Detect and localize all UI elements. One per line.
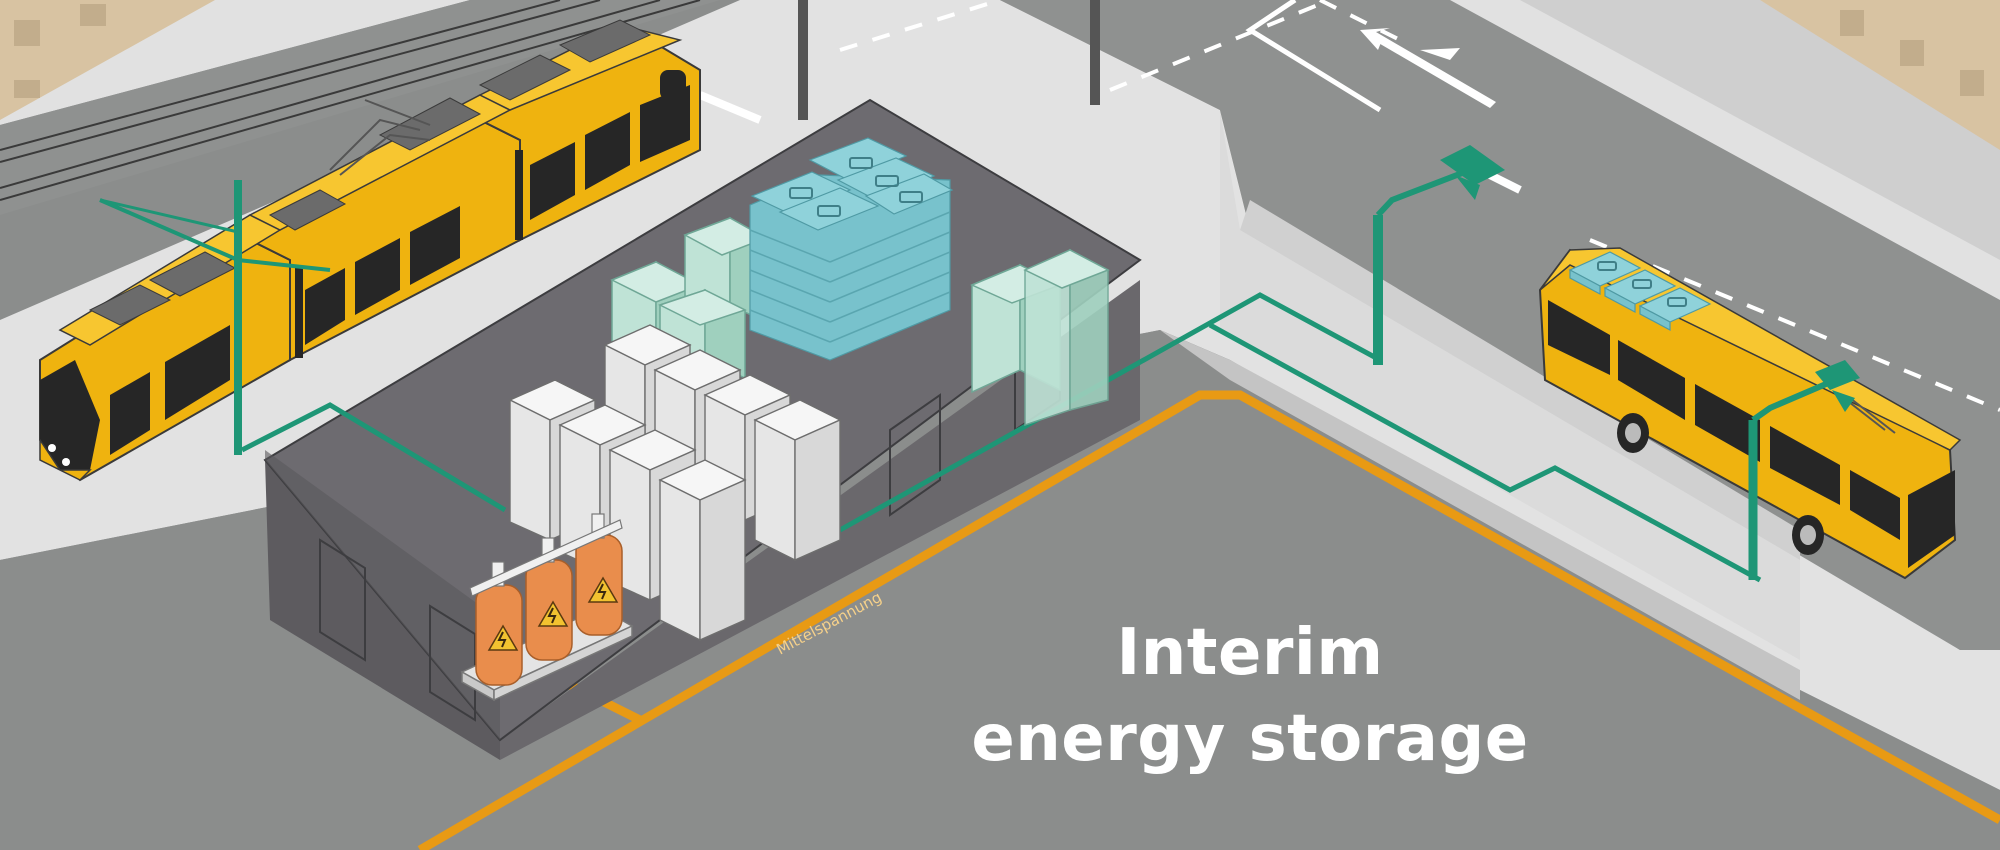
curb-band bbox=[1160, 330, 1800, 700]
lane-dashes bbox=[839, 0, 2000, 412]
traffic-poles bbox=[798, 0, 1100, 120]
street-lamp bbox=[1373, 145, 1505, 365]
bus-battery-icon bbox=[1597, 261, 1687, 307]
tram bbox=[39, 19, 701, 482]
building-top-right bbox=[1760, 0, 2000, 150]
tram-overhead-mast bbox=[99, 180, 331, 455]
trolleybus bbox=[1538, 247, 1962, 580]
building-top-left bbox=[0, 0, 215, 120]
headline: Interim energy storage bbox=[960, 610, 1540, 782]
dc-feeder-cable bbox=[240, 292, 1762, 583]
battery-module-icon bbox=[789, 157, 923, 217]
tram-rails bbox=[0, 0, 701, 201]
transformer bbox=[460, 513, 634, 702]
lane-arrow-icon bbox=[1360, 28, 1496, 108]
battery-stack bbox=[749, 137, 954, 361]
road-box-marking bbox=[1245, 0, 1382, 113]
tram-track-bed bbox=[0, 0, 720, 215]
high-voltage-warning-icon bbox=[487, 576, 619, 651]
switchgear-cabinets bbox=[508, 324, 842, 642]
headline-line-2: energy storage bbox=[971, 702, 1529, 776]
headline-line-1: Interim bbox=[1116, 616, 1384, 690]
bus-charging-mast bbox=[1748, 360, 1860, 580]
